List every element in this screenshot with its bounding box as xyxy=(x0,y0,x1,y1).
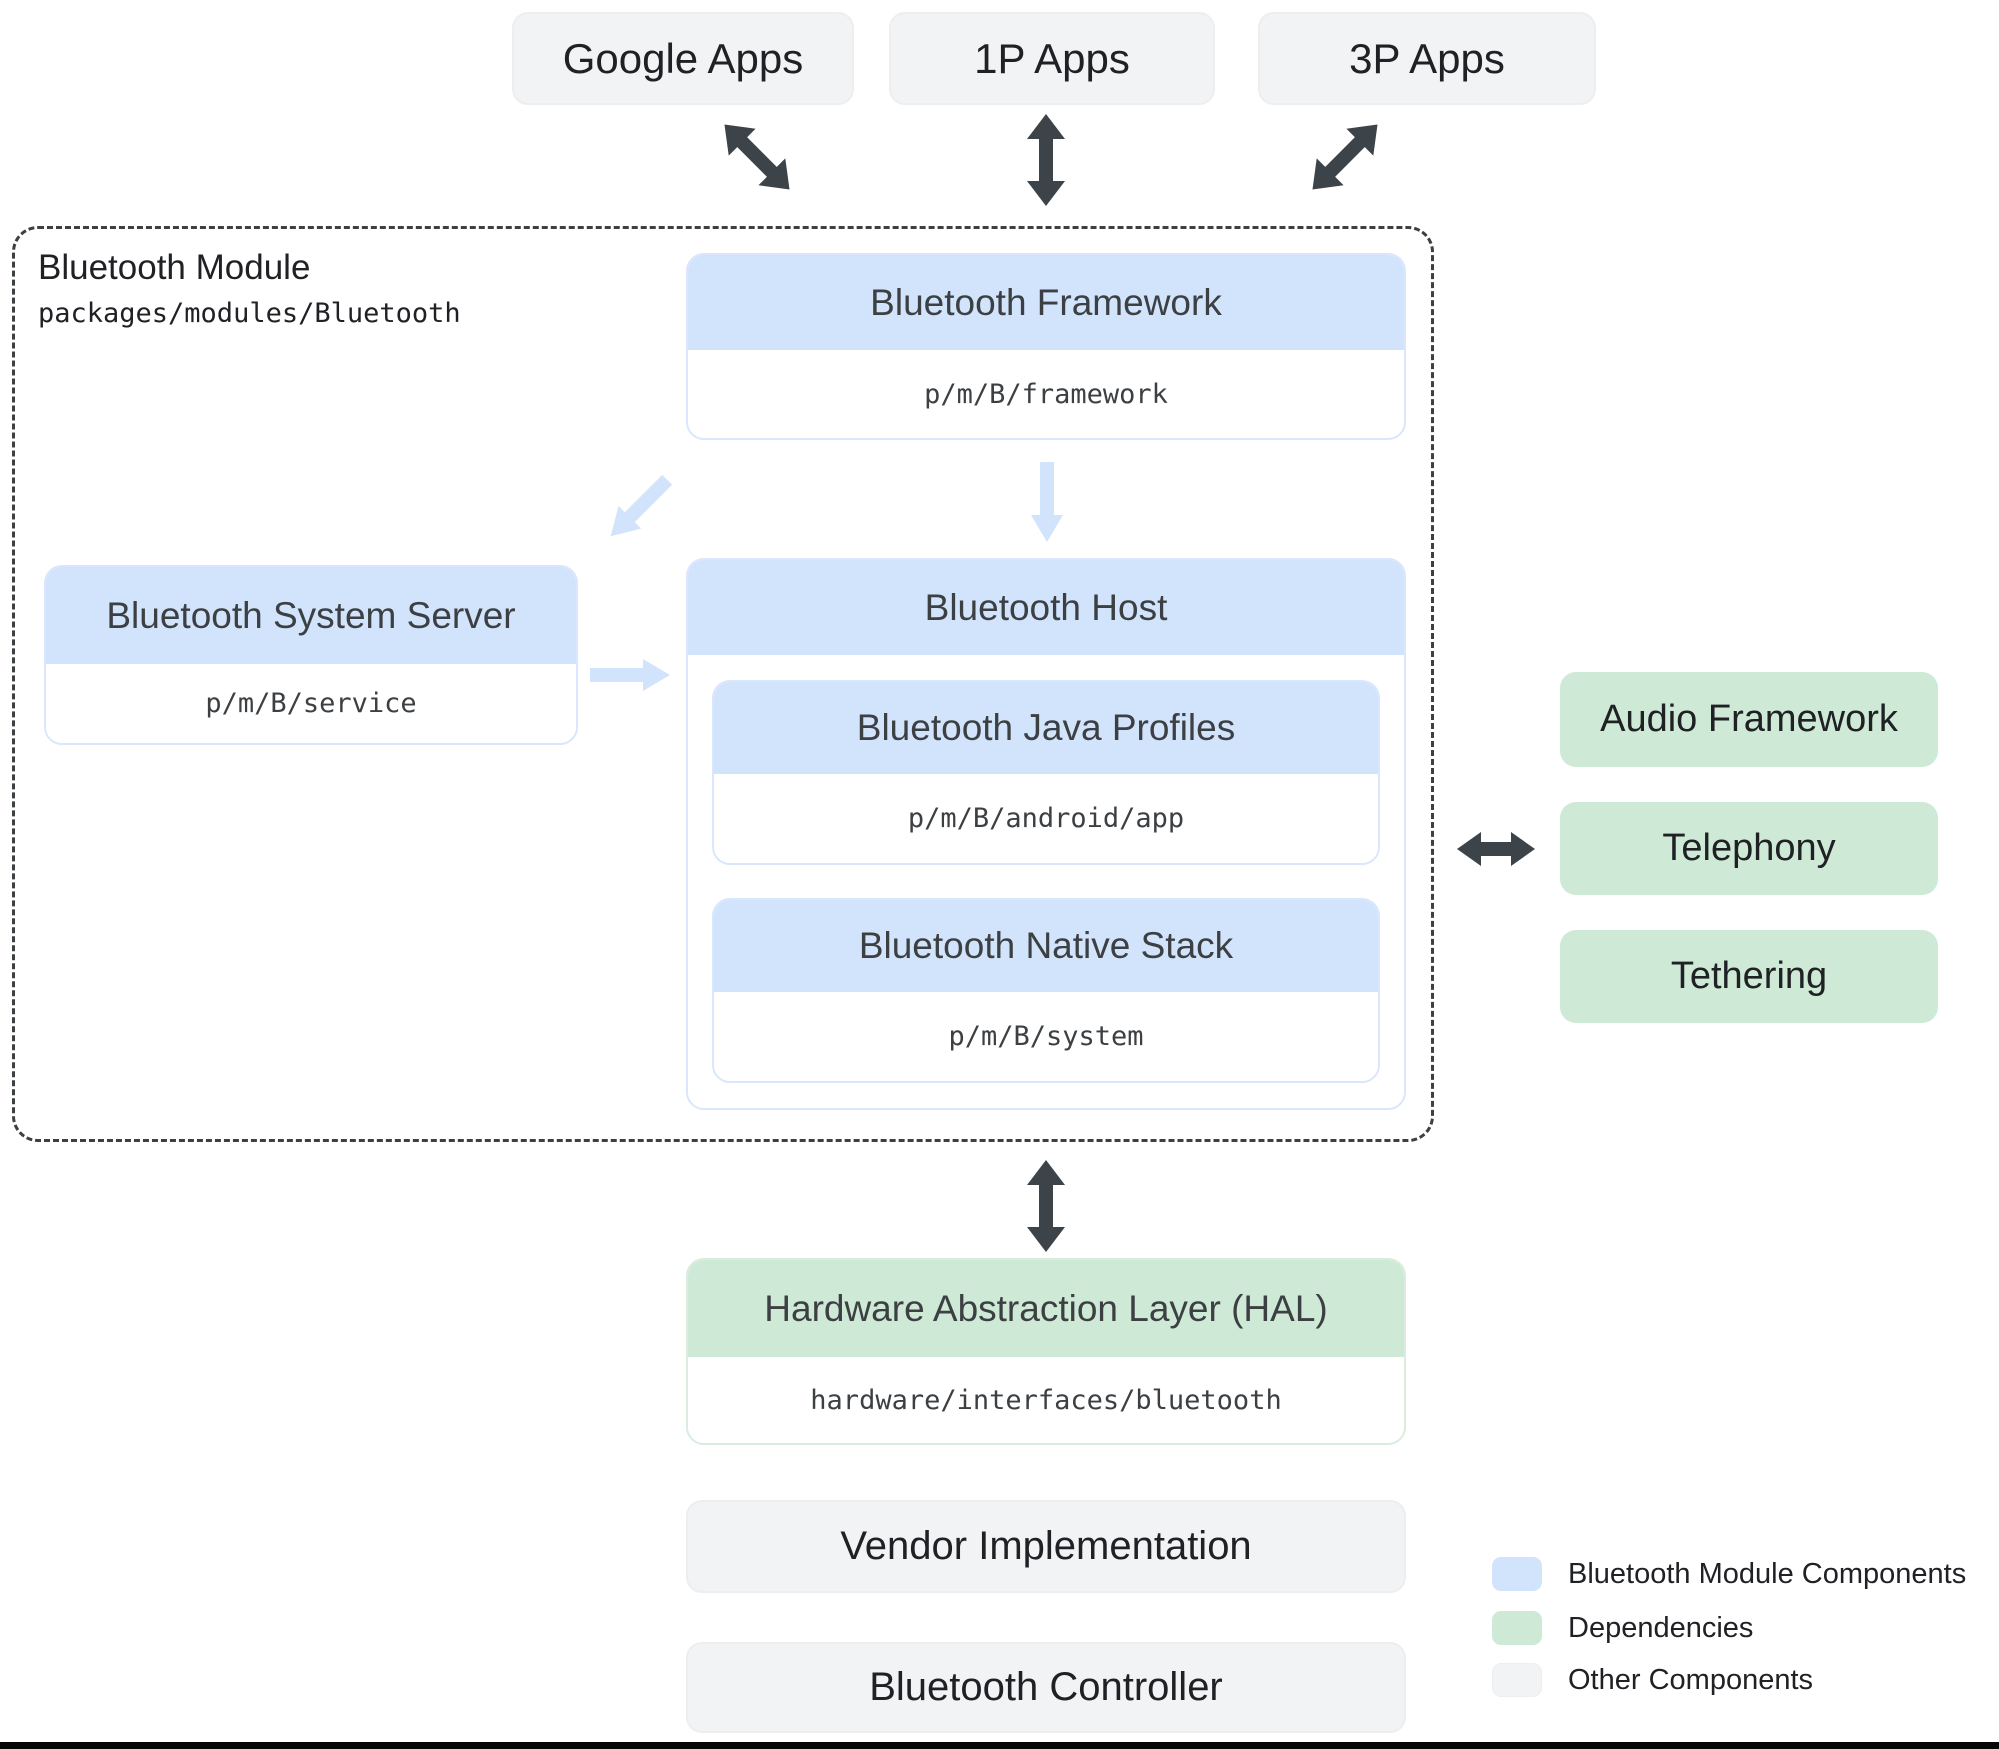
bluetooth-java-profiles-box: Bluetooth Java Profiles p/m/B/android/ap… xyxy=(712,680,1380,865)
google-apps-label: Google Apps xyxy=(562,34,804,82)
bluetooth-module-container xyxy=(12,226,1434,1142)
3p-apps-box: 3P Apps xyxy=(1258,12,1596,105)
1p-apps-box: 1P Apps xyxy=(889,12,1215,105)
legend-swatch-green xyxy=(1492,1611,1542,1645)
legend-swatch-gray xyxy=(1492,1663,1542,1697)
tethering-label: Tethering xyxy=(1670,955,1828,997)
bluetooth-module-title: Bluetooth Module xyxy=(38,248,311,287)
legend-label-other-components: Other Components xyxy=(1568,1663,1814,1696)
module-dependencies-double-arrow-icon xyxy=(1456,830,1536,868)
audio-framework-label: Audio Framework xyxy=(1600,698,1898,740)
tethering-box: Tethering xyxy=(1560,930,1938,1023)
google-apps-module-double-arrow-icon xyxy=(710,110,803,203)
google-apps-box: Google Apps xyxy=(512,12,854,105)
audio-framework-box: Audio Framework xyxy=(1560,672,1938,767)
bluetooth-framework-path: p/m/B/framework xyxy=(688,350,1404,438)
bluetooth-native-stack-box: Bluetooth Native Stack p/m/B/system xyxy=(712,898,1380,1083)
bluetooth-system-server-box: Bluetooth System Server p/m/B/service xyxy=(44,565,578,745)
telephony-label: Telephony xyxy=(1662,827,1836,869)
module-hal-double-arrow-icon xyxy=(1026,1160,1066,1252)
bluetooth-framework-box: Bluetooth Framework p/m/B/framework xyxy=(686,253,1406,440)
bluetooth-system-server-title: Bluetooth System Server xyxy=(46,567,576,664)
hal-path: hardware/interfaces/bluetooth xyxy=(688,1357,1404,1443)
bluetooth-java-profiles-title: Bluetooth Java Profiles xyxy=(714,682,1378,774)
legend-row-dependencies: Dependencies xyxy=(1492,1610,1753,1646)
system-server-to-host-arrow-icon xyxy=(590,658,670,692)
bluetooth-native-stack-title: Bluetooth Native Stack xyxy=(714,900,1378,992)
bluetooth-controller-box: Bluetooth Controller xyxy=(686,1642,1406,1733)
legend-label-module-components: Bluetooth Module Components xyxy=(1568,1557,1967,1590)
bluetooth-java-profiles-path: p/m/B/android/app xyxy=(714,774,1378,863)
bluetooth-framework-title: Bluetooth Framework xyxy=(688,255,1404,350)
hal-title: Hardware Abstraction Layer (HAL) xyxy=(688,1260,1404,1357)
bluetooth-system-server-path: p/m/B/service xyxy=(46,664,576,743)
legend-label-dependencies: Dependencies xyxy=(1568,1611,1754,1644)
telephony-box: Telephony xyxy=(1560,802,1938,895)
vendor-implementation-label: Vendor Implementation xyxy=(840,1524,1252,1568)
bluetooth-module-path: packages/modules/Bluetooth xyxy=(38,298,461,329)
3p-apps-label: 3P Apps xyxy=(1349,34,1505,82)
bluetooth-controller-label: Bluetooth Controller xyxy=(869,1665,1223,1709)
vendor-implementation-box: Vendor Implementation xyxy=(686,1500,1406,1593)
legend-swatch-blue xyxy=(1492,1557,1542,1591)
1p-apps-label: 1P Apps xyxy=(974,34,1130,82)
framework-to-host-arrow-icon xyxy=(1030,462,1064,542)
hal-box: Hardware Abstraction Layer (HAL) hardwar… xyxy=(686,1258,1406,1445)
bluetooth-host-title: Bluetooth Host xyxy=(688,560,1404,655)
legend-row-module-components: Bluetooth Module Components xyxy=(1492,1556,1966,1592)
screenshot-bottom-edge xyxy=(0,1742,1999,1749)
legend-row-other-components: Other Components xyxy=(1492,1662,1813,1698)
bluetooth-native-stack-path: p/m/B/system xyxy=(714,992,1378,1081)
3p-apps-module-double-arrow-icon xyxy=(1298,110,1391,203)
1p-apps-module-double-arrow-icon xyxy=(1026,114,1066,206)
